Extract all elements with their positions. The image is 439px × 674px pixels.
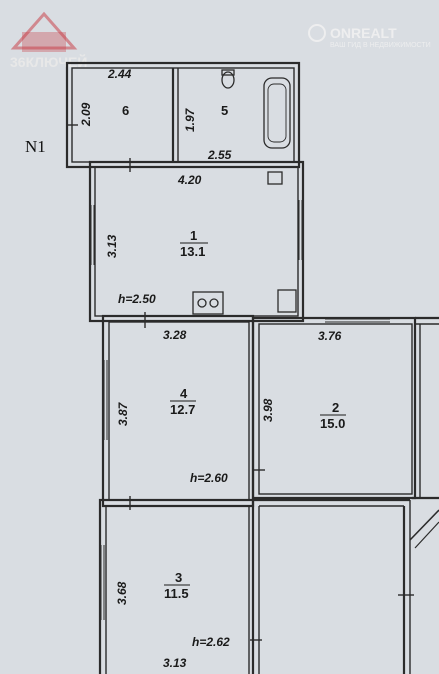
watermark-text-right: ONREALT bbox=[330, 25, 397, 41]
room-1-width: 4.20 bbox=[177, 173, 202, 187]
stove-icon bbox=[192, 291, 224, 315]
orientation-label: N1 bbox=[25, 137, 46, 156]
room-4-height: 3.87 bbox=[116, 401, 130, 426]
room-4-width: 3.28 bbox=[163, 328, 187, 342]
door-marks bbox=[66, 124, 414, 641]
room-5-width: 2.55 bbox=[207, 148, 232, 162]
room-1-height: 3.13 bbox=[105, 234, 119, 258]
fixtures bbox=[192, 69, 297, 315]
room-2-number: 2 bbox=[332, 400, 339, 415]
room-2-area: 15.0 bbox=[320, 416, 345, 431]
sink-icon bbox=[267, 171, 283, 185]
room-1-ceiling: h=2.50 bbox=[118, 292, 156, 306]
room-1: 4.20 3.13 1 13.1 h=2.50 bbox=[105, 173, 208, 306]
room-6: 2.44 2.09 6 bbox=[79, 67, 132, 127]
room-1-area: 13.1 bbox=[180, 244, 205, 259]
room-4-number: 4 bbox=[180, 386, 188, 401]
room-6-height: 2.09 bbox=[79, 102, 93, 127]
room-6-width: 2.44 bbox=[107, 67, 132, 81]
walls bbox=[65, 61, 439, 674]
room-3-number: 3 bbox=[175, 570, 182, 585]
room-3-ceiling: h=2.62 bbox=[192, 635, 230, 649]
watermark-tagline: ВАШ ГИД В НЕДВИЖИМОСТИ bbox=[330, 42, 431, 49]
room-2-width: 3.76 bbox=[318, 329, 342, 343]
room-6-number: 6 bbox=[122, 103, 129, 118]
room-1-number: 1 bbox=[190, 228, 197, 243]
room-2-height: 3.98 bbox=[261, 398, 275, 422]
room-3-height: 3.68 bbox=[115, 581, 129, 605]
house-logo-icon bbox=[10, 11, 78, 50]
toilet-icon bbox=[221, 71, 235, 89]
room-4-ceiling: h=2.60 bbox=[190, 471, 228, 485]
room-5-number: 5 bbox=[221, 103, 228, 118]
room-4-area: 12.7 bbox=[170, 402, 195, 417]
boiler-icon bbox=[277, 289, 297, 313]
windows bbox=[90, 200, 390, 620]
room-4: 3.28 3.87 4 12.7 h=2.60 bbox=[116, 328, 228, 485]
bathtub-icon bbox=[263, 77, 291, 149]
pin-logo-icon bbox=[308, 24, 326, 42]
watermark-onrealt: ONREALT ВАШ ГИД В НЕДВИЖИМОСТИ bbox=[308, 24, 431, 49]
room-3-area: 11.5 bbox=[164, 586, 189, 601]
room-5: 1.97 5 2.55 bbox=[183, 103, 232, 162]
room-3: 3.68 3 11.5 h=2.62 3.13 bbox=[115, 570, 230, 670]
room-5-height: 1.97 bbox=[183, 107, 197, 132]
room-3-width: 3.13 bbox=[163, 656, 187, 670]
room-2: 3.76 3.98 2 15.0 bbox=[261, 329, 346, 431]
